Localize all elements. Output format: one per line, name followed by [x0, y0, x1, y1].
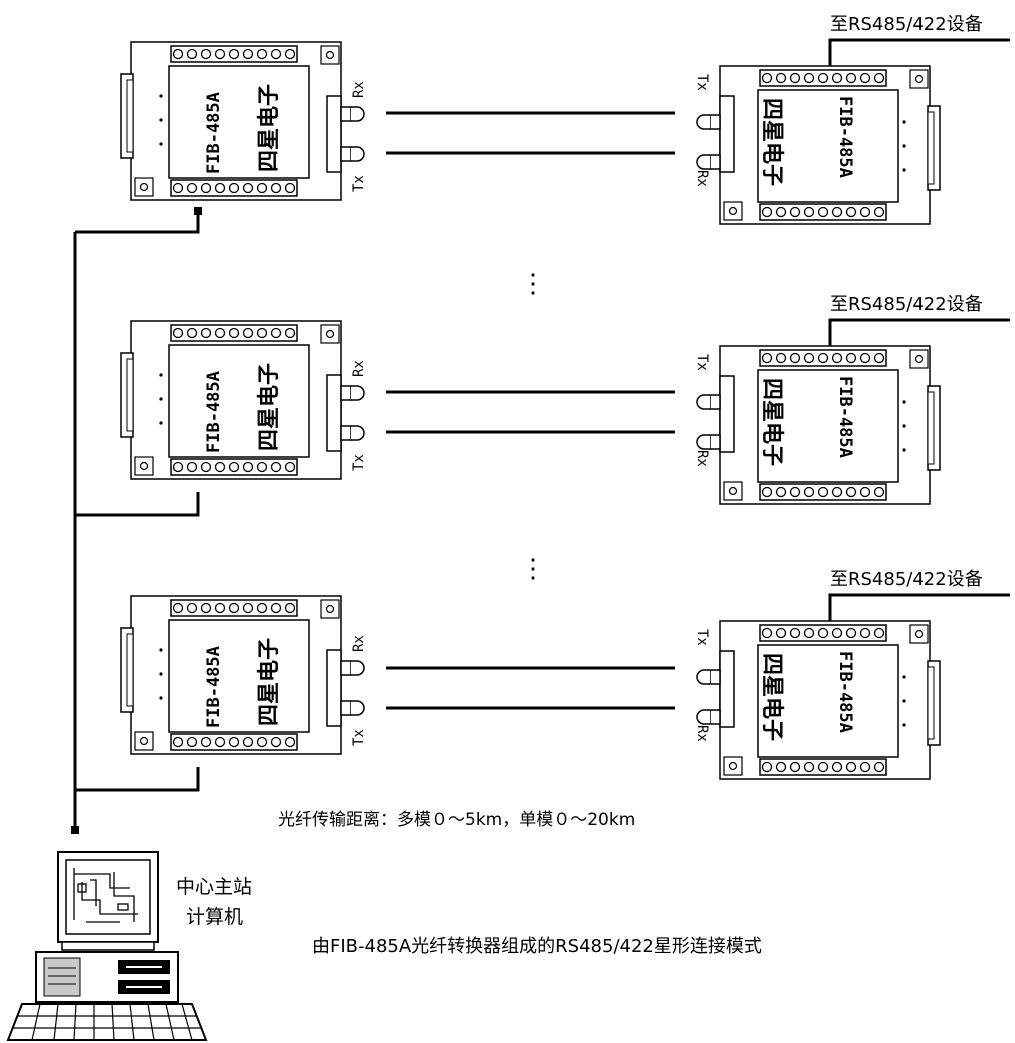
- remote-device-line: [828, 38, 1010, 66]
- rx-port-label: Rx: [694, 170, 710, 187]
- right-converter-1: FIB-485A 四星电子 Tx Rx: [694, 66, 940, 224]
- tx-port-label: Tx: [351, 729, 367, 746]
- brand-label: 四星电子: [257, 84, 282, 172]
- diagram-caption: 由FIB-485A光纤转换器组成的RS485/422星形连接模式: [312, 936, 762, 957]
- left-converter-3: FIB-485A 四星电子 Rx Tx: [121, 596, 367, 754]
- tx-port-label: Tx: [351, 454, 367, 471]
- station-subtitle: 计算机: [186, 906, 243, 928]
- central-computer: [6, 851, 208, 1041]
- remote-device-line: [828, 593, 1010, 621]
- model-label: FIB-485A: [835, 376, 855, 458]
- ellipsis: ⋮: [520, 269, 546, 299]
- tx-port-label: Tx: [694, 629, 710, 646]
- remote-device-label: 至RS485/422设备: [830, 14, 983, 35]
- station-title: 中心主站: [176, 876, 252, 898]
- screen-diagram-icon: [73, 868, 138, 923]
- brand-label: 四星电子: [759, 653, 784, 741]
- rs485-bus: [73, 210, 200, 830]
- brand-label: 四星电子: [759, 98, 784, 186]
- brand-label: 四星电子: [257, 363, 282, 451]
- rx-port-label: Rx: [351, 81, 367, 98]
- rx-port-label: Rx: [694, 450, 710, 467]
- bus-node: [71, 826, 79, 834]
- tx-port-label: Tx: [694, 74, 710, 91]
- remote-device-label: 至RS485/422设备: [830, 569, 983, 590]
- right-converter-3: FIB-485A 四星电子 Tx Rx: [694, 621, 940, 779]
- bus-node: [194, 207, 202, 215]
- tx-port-label: Tx: [351, 175, 367, 192]
- tx-port-label: Tx: [694, 354, 710, 371]
- brand-label: 四星电子: [257, 638, 282, 726]
- model-label: FIB-485A: [204, 646, 224, 728]
- rx-port-label: Rx: [694, 725, 710, 742]
- rx-port-label: Rx: [351, 635, 367, 652]
- distance-note: 光纤传输距离：多模０～5km，单模０～20km: [278, 810, 635, 830]
- model-label: FIB-485A: [835, 96, 855, 178]
- model-label: FIB-485A: [835, 651, 855, 733]
- model-label: FIB-485A: [204, 92, 224, 174]
- left-converter-2: FIB-485A 四星电子 Rx Tx: [121, 321, 367, 479]
- ellipsis: ⋮: [520, 554, 546, 584]
- left-converter-1: FIB-485A 四星电子 Rx Tx: [121, 42, 367, 200]
- remote-device-label: 至RS485/422设备: [830, 294, 983, 315]
- model-label: FIB-485A: [204, 371, 224, 453]
- rx-port-label: Rx: [351, 360, 367, 377]
- brand-label: 四星电子: [759, 378, 784, 466]
- right-converter-2: FIB-485A 四星电子 Tx Rx: [694, 346, 940, 504]
- remote-device-line: [828, 318, 1010, 346]
